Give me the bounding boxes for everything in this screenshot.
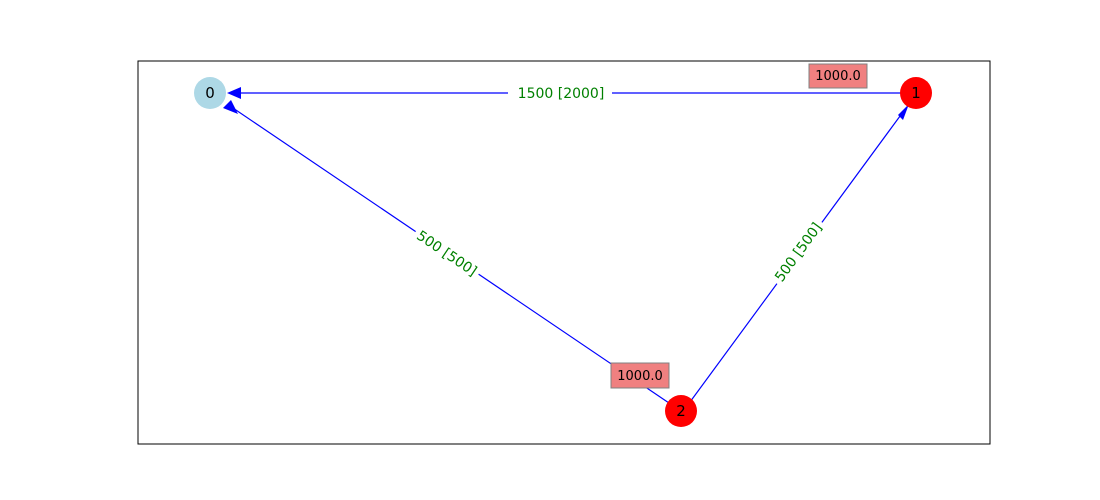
node-circle-0	[194, 77, 226, 109]
arrowhead-2-1	[898, 104, 909, 120]
value-box-label-node-1: 1000.0	[815, 69, 861, 84]
arrowhead-1-0	[227, 87, 241, 99]
edge-label-bg-1-0	[508, 84, 612, 103]
node-label-0: 0	[205, 84, 215, 102]
edge-2-0: 500 [500]	[223, 100, 670, 404]
edge-label-bg-2-1	[767, 215, 828, 289]
edge-label-2-1: 500 [500]	[772, 220, 825, 285]
plot-frame	[137, 60, 991, 445]
value-box-node-1: 1000.0	[808, 63, 868, 89]
node-0: 0	[194, 77, 226, 109]
node-circle-1	[900, 77, 932, 109]
edge-1-0: 1500 [2000]	[227, 84, 902, 103]
edge-label-2-0: 500 [500]	[413, 228, 479, 280]
value-box-label-node-2: 1000.0	[617, 369, 663, 384]
node-label-1: 1	[911, 84, 921, 102]
value-box-bg-node-1	[808, 63, 868, 89]
node-circle-2	[665, 395, 697, 427]
value-box-bg-node-2	[610, 362, 670, 389]
edge-label-bg-2-0	[410, 223, 485, 282]
edge-2-1: 500 [500]	[689, 104, 909, 403]
node-1: 1	[900, 77, 932, 109]
node-label-2: 2	[676, 402, 686, 420]
node-2: 2	[665, 395, 697, 427]
value-box-node-2: 1000.0	[610, 362, 670, 389]
arrowhead-2-0	[223, 100, 238, 114]
edge-label-1-0: 1500 [2000]	[518, 86, 605, 102]
